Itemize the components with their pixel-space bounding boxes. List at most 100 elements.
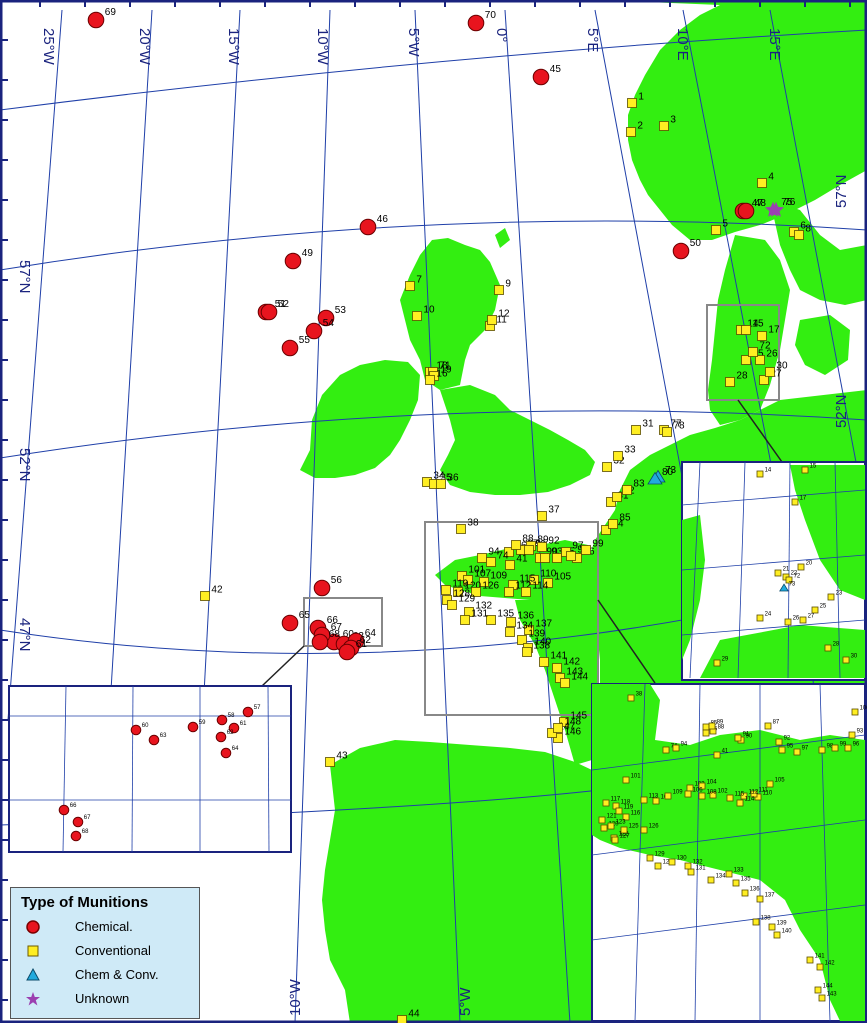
site-marker-69 (87, 11, 105, 29)
site-label-143: 143 (827, 992, 838, 998)
site-label-69: 69 (105, 7, 117, 18)
site-marker-98 (818, 746, 826, 754)
lon-label-5e: 5°E (584, 28, 601, 52)
frame-ticks (0, 0, 851, 1001)
site-label-90: 90 (546, 546, 558, 557)
site-label-93: 93 (551, 546, 563, 557)
site-marker-93 (848, 731, 856, 739)
site-label-95: 95 (787, 744, 794, 750)
site-marker-143 (818, 994, 826, 1002)
site-label-136: 136 (750, 887, 761, 893)
site-label-126: 126 (482, 580, 499, 591)
site-label-80: 80 (662, 467, 674, 478)
site-label-28: 28 (736, 370, 748, 381)
site-label-101: 101 (468, 564, 485, 575)
bottom-label-5w: 5°W (457, 987, 474, 1016)
site-marker-142 (552, 663, 562, 673)
site-label-106: 106 (693, 788, 704, 794)
site-label-71: 71 (439, 360, 451, 371)
site-label-88: 88 (718, 725, 725, 731)
site-label-44: 44 (408, 1008, 420, 1019)
graticule-labels: 25°W 20°W 15°W 10°W 5°W 0° 5°E 10°E 15°E… (16, 28, 850, 1016)
site-marker-102 (709, 791, 717, 799)
connector-denmark (737, 399, 783, 463)
site-marker-88 (511, 540, 521, 550)
site-label-139: 139 (777, 921, 788, 927)
site-marker-126 (640, 826, 648, 834)
site-marker-138 (752, 918, 760, 926)
site-label-16: 16 (436, 368, 448, 379)
site-label-61: 61 (240, 721, 247, 727)
site-marker-70 (467, 14, 485, 32)
lon-label-20w: 20°W (136, 28, 153, 66)
site-marker-29 (713, 659, 721, 667)
site-marker-139 (517, 635, 527, 645)
legend: Type of Munitions Chemical. Conventional… (10, 887, 200, 1019)
site-label-81: 81 (617, 490, 629, 501)
site-label-10: 10 (423, 304, 435, 315)
site-label-24: 24 (765, 612, 772, 618)
site-label-135: 135 (497, 608, 514, 619)
site-label-1: 1 (638, 91, 644, 102)
site-label-55: 55 (299, 335, 311, 346)
site-label-92: 92 (784, 736, 791, 742)
site-label-90: 90 (746, 734, 753, 740)
site-marker-61 (338, 643, 356, 661)
site-marker-15 (741, 325, 751, 335)
legend-label-conventional: Conventional (75, 943, 151, 958)
site-marker-8 (794, 230, 804, 240)
inset-atlantic-grid (9, 685, 291, 853)
site-label-35: 35 (440, 472, 452, 483)
site-marker-146 (553, 733, 563, 743)
site-label-60: 60 (343, 629, 355, 640)
site-label-93: 93 (857, 729, 864, 735)
site-marker-139 (768, 923, 776, 931)
site-label-123: 123 (616, 820, 627, 826)
lat-label-57n-left: 57°N (16, 260, 33, 294)
site-label-148: 148 (564, 716, 581, 727)
site-marker-94 (672, 744, 680, 752)
meridian-20w (107, 9, 153, 741)
site-marker-113 (640, 796, 648, 804)
site-marker-74 (662, 746, 670, 754)
site-label-129: 129 (458, 593, 475, 604)
site-marker-137 (756, 895, 764, 903)
site-label-8: 8 (805, 223, 811, 234)
site-label-5: 5 (722, 218, 728, 229)
site-label-115: 115 (735, 792, 745, 798)
site-label-119: 119 (452, 578, 468, 589)
site-label-101: 101 (631, 774, 642, 780)
site-marker-80 (647, 471, 663, 485)
site-label-67: 67 (84, 815, 91, 821)
site-marker-128 (654, 862, 662, 870)
site-marker-100 (851, 708, 859, 716)
site-marker-130 (668, 858, 676, 866)
site-marker-62 (215, 731, 227, 743)
site-marker-123 (607, 822, 615, 830)
site-label-42: 42 (211, 584, 223, 595)
site-marker-104 (698, 782, 706, 790)
site-label-18: 18 (436, 360, 448, 371)
site-label-50: 50 (690, 238, 702, 249)
site-label-131: 131 (696, 866, 707, 872)
site-marker-36 (436, 479, 446, 489)
site-label-25: 25 (820, 604, 827, 610)
site-label-60: 60 (142, 723, 149, 729)
site-label-14: 14 (765, 468, 772, 474)
site-label-137: 137 (765, 893, 776, 899)
site-label-38: 38 (636, 692, 643, 698)
site-marker-96 (844, 744, 852, 752)
land-shetland (495, 228, 510, 248)
site-label-36: 36 (447, 472, 459, 483)
legend-title: Type of Munitions (21, 894, 149, 911)
site-marker-83 (622, 485, 632, 495)
lon-label-10w: 10°W (314, 28, 331, 66)
site-label-59: 59 (199, 720, 206, 726)
site-label-130: 130 (677, 856, 688, 862)
site-label-11: 11 (496, 314, 507, 325)
site-label-77: 77 (670, 418, 682, 429)
site-marker-41 (713, 751, 721, 759)
site-marker-133 (725, 870, 733, 878)
